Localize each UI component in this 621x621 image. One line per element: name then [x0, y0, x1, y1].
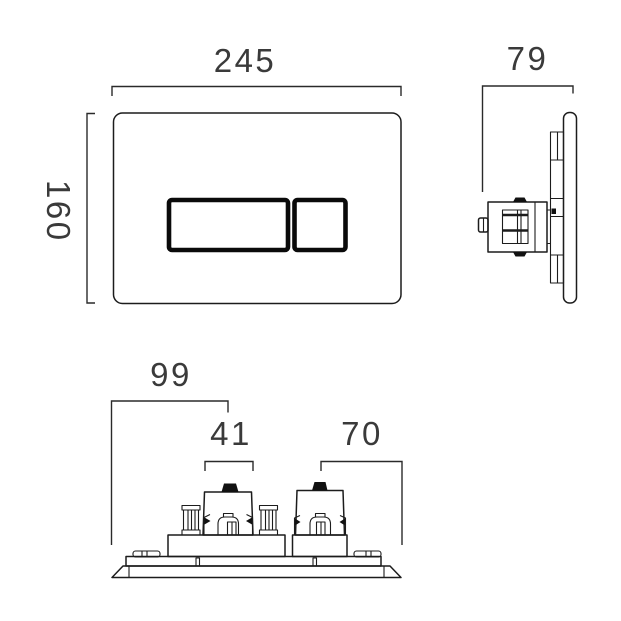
small-mechanism-housing: [294, 489, 346, 536]
front-width-dimension-bracket: [111, 85, 402, 96]
frame-latch-dot: [551, 208, 556, 214]
spring-ribs: [264, 510, 274, 530]
frame-bar: [125, 555, 382, 567]
piston-detail-lines: [516, 209, 551, 245]
mechanism-top-clip: [513, 197, 527, 202]
latch-nub: [222, 512, 234, 517]
side-view: 79: [477, 40, 578, 304]
large-center-latch: [217, 512, 240, 536]
frame-detail-lines: [550, 132, 564, 283]
mechanism-bottom-clip: [513, 252, 527, 257]
front-height-dimension-label: 160: [40, 180, 77, 243]
latch-nub: [314, 512, 326, 517]
large-left-clip: [203, 514, 211, 535]
latch-outline: [309, 516, 332, 535]
small-center-latch: [309, 512, 332, 536]
small-right-clip-tip: [339, 518, 345, 526]
button-center-to-edge-dimension-label: 70: [341, 415, 383, 452]
edge-to-button-center-dimension-bracket: [110, 400, 229, 545]
frame-right-tab: [353, 550, 382, 558]
spring-ribs: [187, 510, 196, 530]
frame-right-slot: [312, 557, 318, 567]
frame-left-slot: [195, 557, 201, 567]
large-button-mechanism: [167, 483, 286, 558]
mechanism-piston: [501, 209, 529, 245]
side-depth-dimension-label: 79: [507, 40, 549, 77]
front-height-dimension-bracket: [86, 112, 95, 304]
small-mechanism-cap: [312, 482, 328, 491]
front-small-flush-button: [292, 197, 348, 253]
side-plate-edge: [562, 111, 578, 304]
small-button-mechanism: [291, 482, 348, 558]
large-mechanism-cap: [221, 483, 239, 492]
bottom-view: 99 41 70: [110, 356, 403, 579]
edge-to-button-center-dimension-label: 99: [150, 356, 192, 393]
large-right-clip: [246, 514, 254, 535]
front-view: 245 160: [40, 42, 402, 305]
piston-bars: [502, 213, 528, 232]
button-group-width-dimension-bracket: [204, 460, 254, 471]
right-spring: [258, 504, 279, 536]
large-right-clip-tip: [246, 517, 252, 525]
small-right-clip: [339, 514, 347, 535]
spring-top-flange: [258, 504, 279, 511]
front-plate-outline: [112, 112, 402, 305]
large-left-clip-tip: [204, 517, 211, 525]
small-left-clip: [293, 514, 301, 535]
spring-top-flange: [181, 504, 201, 511]
plate-edge-detail-lines: [128, 566, 385, 578]
front-width-dimension-label: 245: [214, 42, 277, 79]
button-center-to-edge-dimension-bracket: [320, 460, 403, 545]
side-depth-dimension-bracket: [481, 85, 574, 192]
small-mechanism-base: [291, 534, 348, 558]
left-spring: [181, 504, 201, 536]
plate-edge-bar: [111, 565, 402, 579]
large-mechanism-base: [167, 534, 286, 558]
side-mounting-frame: [549, 131, 565, 284]
side-mechanism: [477, 197, 551, 257]
button-group-width-dimension-label: 41: [210, 415, 252, 452]
latch-outline: [217, 516, 240, 535]
small-left-clip-tip: [295, 518, 301, 526]
tab-notch-lines: [141, 551, 372, 557]
front-large-flush-button: [166, 197, 291, 253]
